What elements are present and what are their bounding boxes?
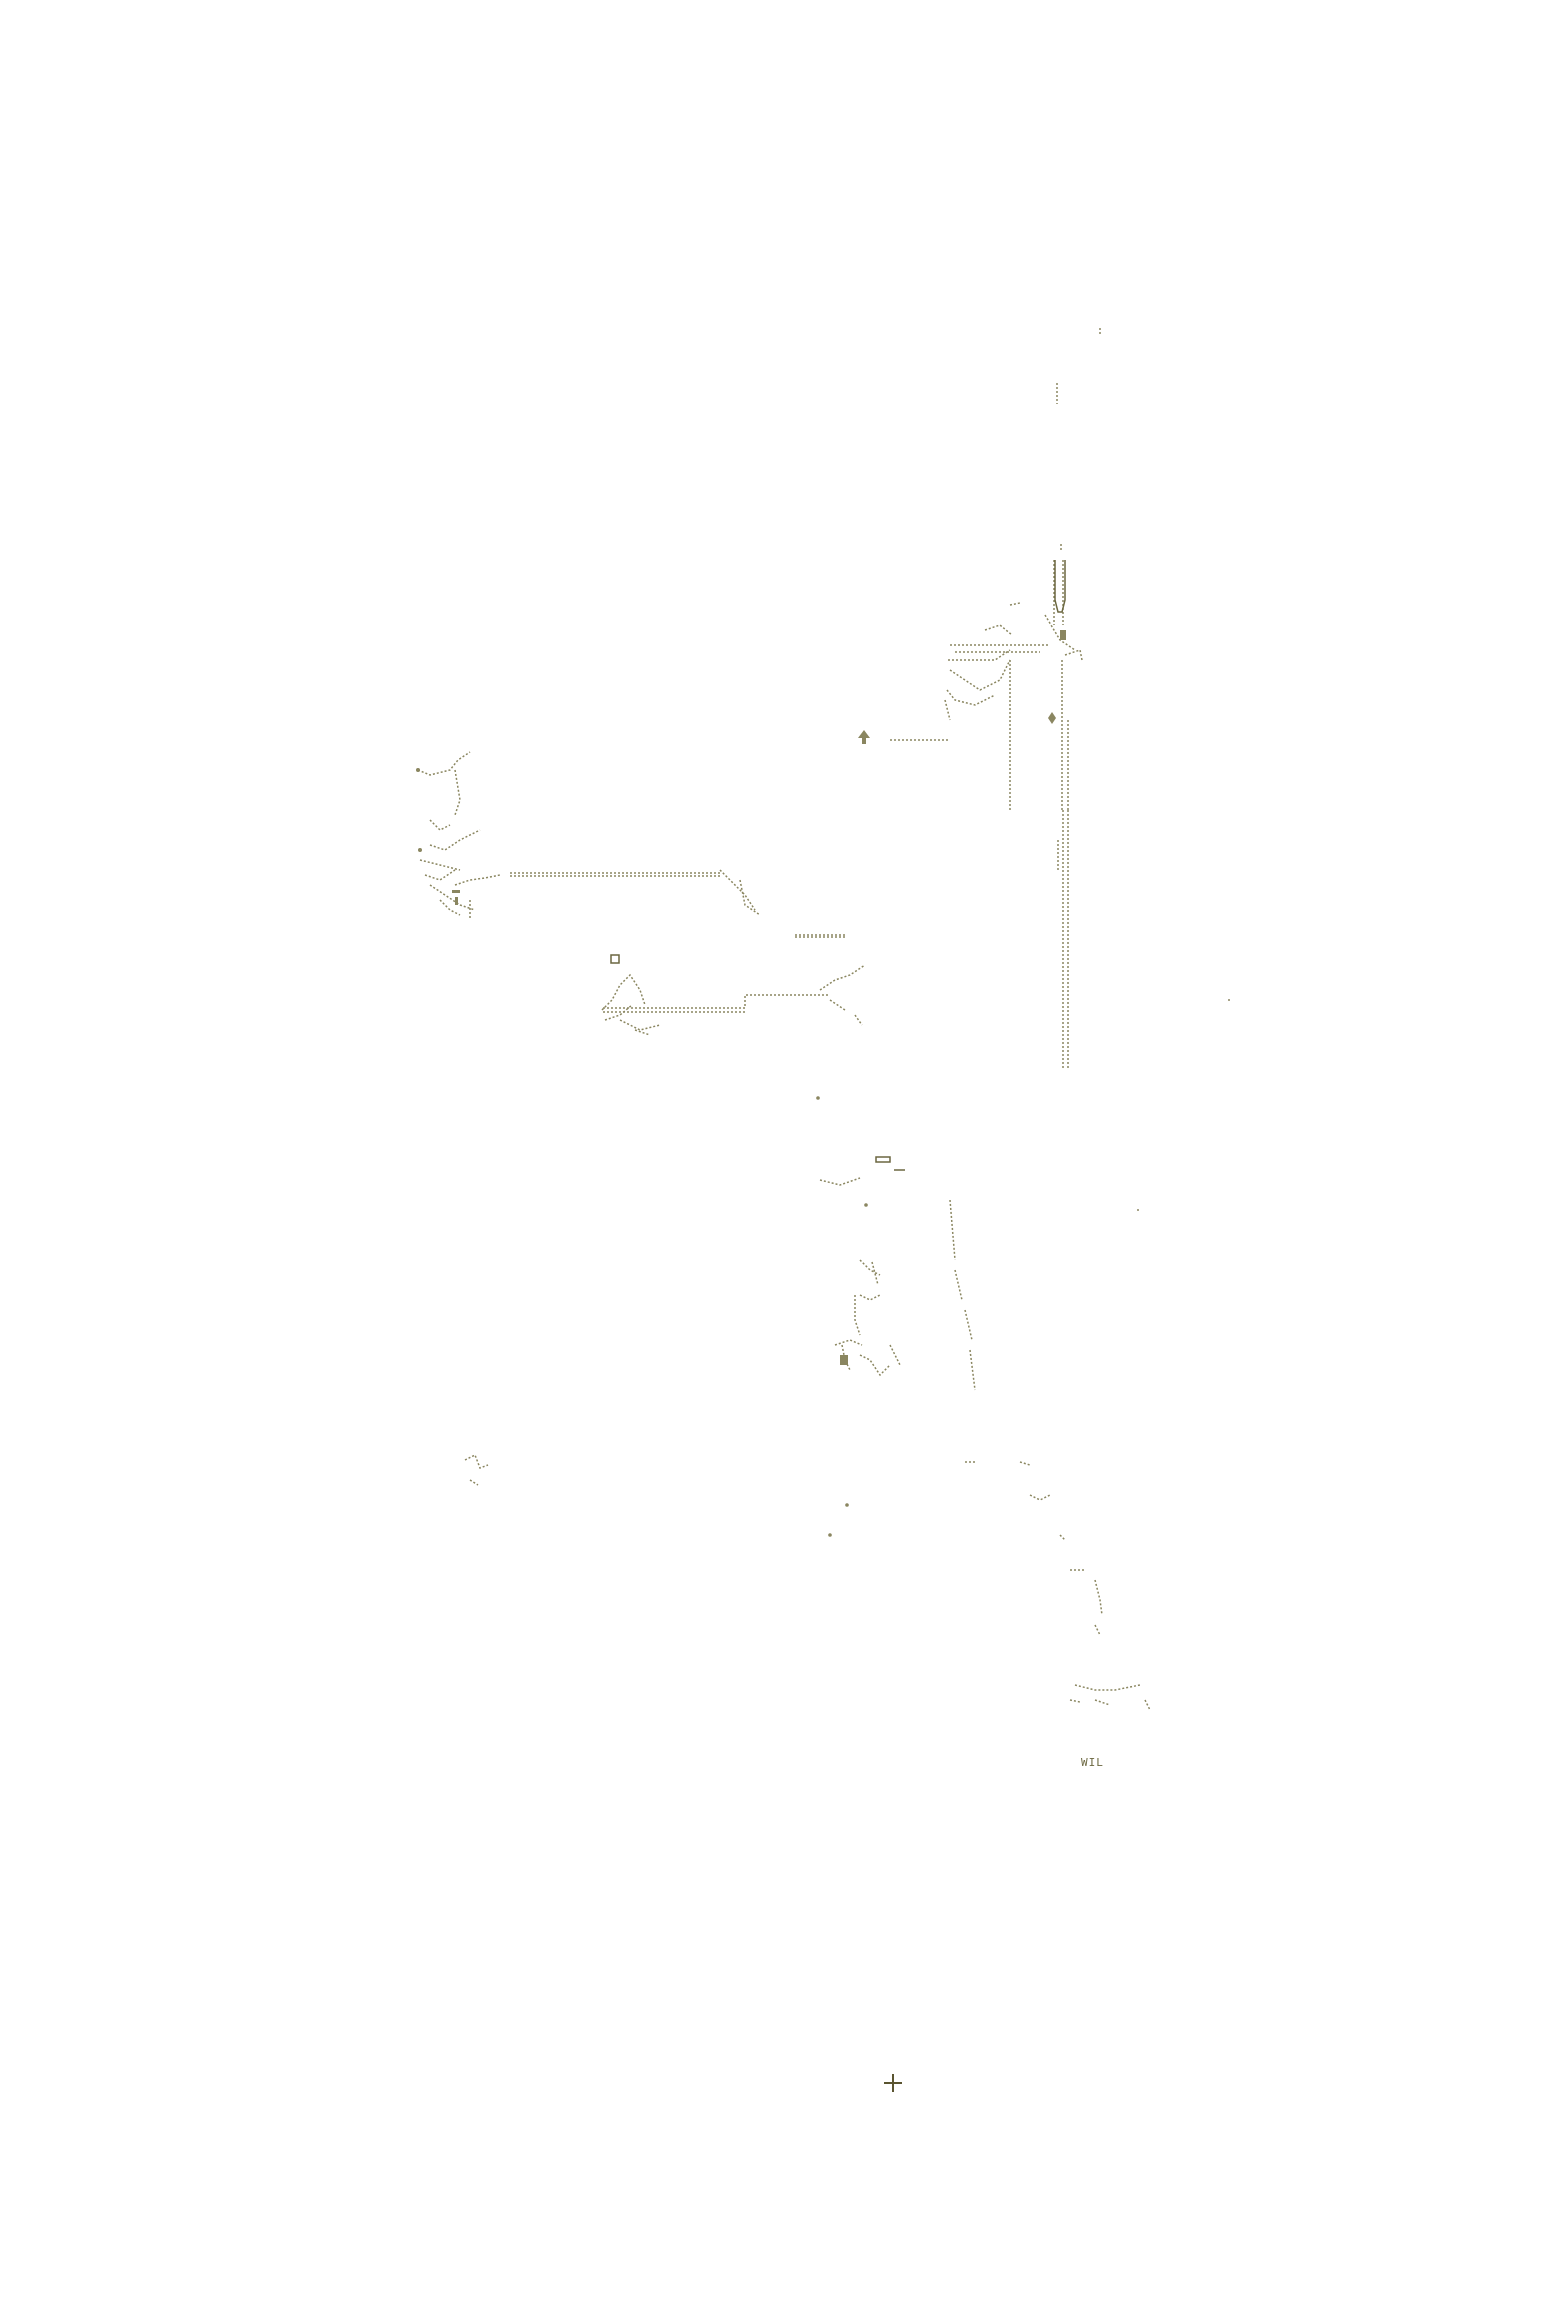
x-marker bbox=[452, 890, 460, 905]
vertical-trunk-line bbox=[1053, 560, 1069, 1070]
arrow-up-marker bbox=[858, 730, 870, 744]
plus-marker bbox=[884, 2074, 902, 2092]
map-tick-marks-top bbox=[1056, 328, 1101, 552]
square-marker bbox=[610, 954, 620, 964]
middle-road-cluster bbox=[601, 934, 866, 1036]
box-marker bbox=[875, 1156, 905, 1171]
map-label-wil: WIL bbox=[1081, 1756, 1104, 1769]
settlement-marker bbox=[840, 630, 1066, 1365]
diamond-marker bbox=[1048, 712, 1056, 724]
lower-left-scatter bbox=[464, 999, 1230, 1711]
left-road-cluster bbox=[417, 751, 761, 920]
tank-marker bbox=[1054, 560, 1066, 613]
dot-marker bbox=[416, 768, 868, 1537]
long-horizontal-connector bbox=[510, 872, 720, 877]
lower-middle-road-cluster bbox=[819, 1177, 976, 1391]
